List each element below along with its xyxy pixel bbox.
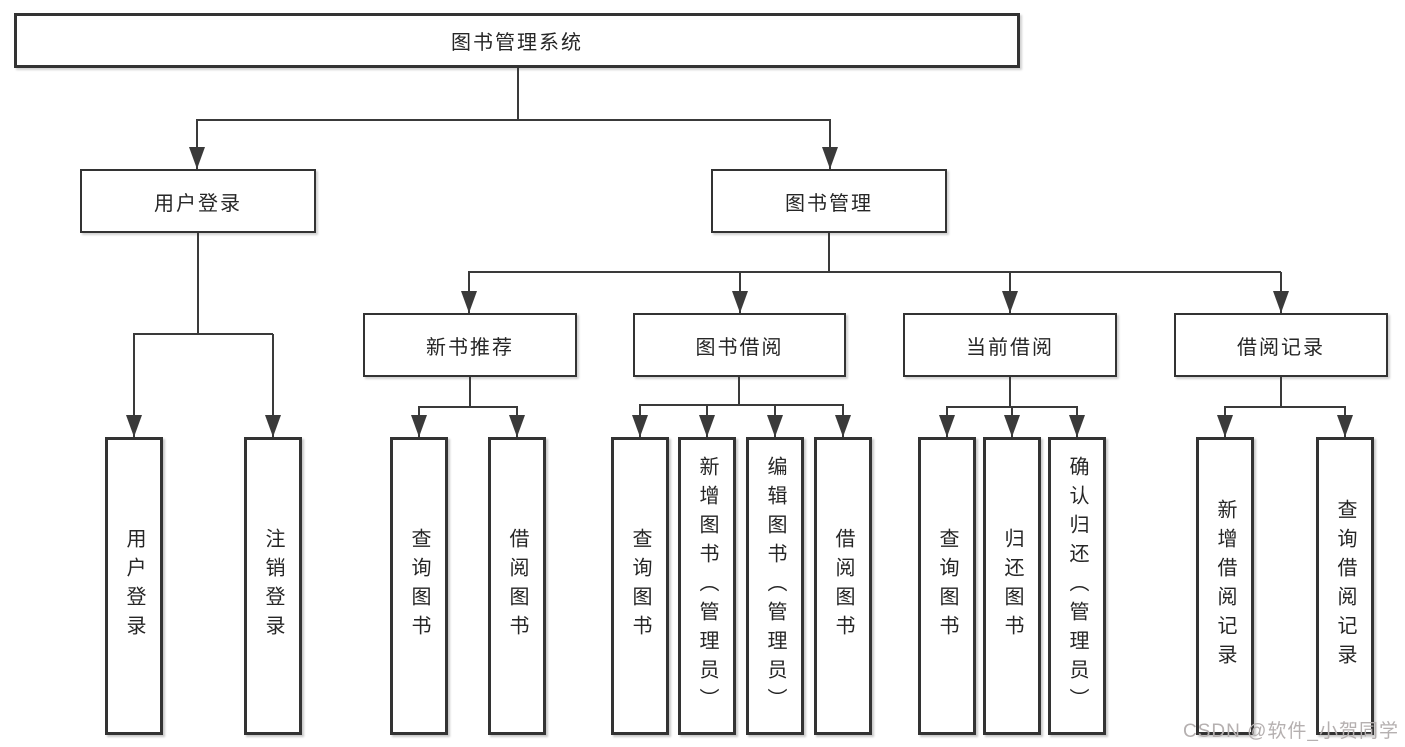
node-leaf-query-book-current-label: 查询图书 [936, 528, 958, 644]
connector-book-borrow-rail [639, 404, 844, 406]
node-book-mgmt-box: 图书管理 [711, 169, 947, 233]
node-leaf-query-book-current-box: 查询图书 [918, 437, 976, 735]
connector-root-rail [196, 119, 831, 121]
connector-book-borrow-stem [738, 377, 740, 405]
arrow-down-icon [632, 415, 648, 437]
node-leaf-logout-box: 注销登录 [244, 437, 302, 735]
node-leaf-add-book-admin-label: 新增图书（管理员） [696, 455, 718, 717]
node-leaf-return-book-box: 归还图书 [983, 437, 1041, 735]
arrow-down-icon [835, 415, 851, 437]
node-leaf-query-borrow-record-label: 查询借阅记录 [1334, 499, 1356, 673]
connector-user-login-stem [197, 233, 199, 334]
connector-to-leaf-logout [272, 334, 274, 437]
arrow-down-icon [1217, 415, 1233, 437]
connector-new-book-rail [418, 406, 518, 408]
arrow-down-icon [1273, 291, 1289, 313]
node-book-mgmt-label: 图书管理 [785, 192, 873, 215]
arrow-down-icon [461, 291, 477, 313]
node-borrow-records-label: 借阅记录 [1237, 336, 1325, 359]
node-book-borrow-label: 图书借阅 [695, 336, 784, 359]
arrow-down-icon [699, 415, 715, 437]
connector-current-borrow-stem [1009, 377, 1011, 407]
node-leaf-edit-book-admin-label: 编辑图书（管理员） [764, 455, 786, 717]
csdn-watermark: CSDN @软件_小贺同学 [1183, 721, 1399, 742]
arrow-down-icon [822, 147, 838, 169]
node-borrow-records-box: 借阅记录 [1174, 313, 1388, 377]
connector-to-book-mgmt [829, 120, 831, 169]
node-user-login-label: 用户登录 [154, 192, 242, 215]
node-current-borrow-box: 当前借阅 [903, 313, 1117, 377]
connector-new-book-stem [469, 377, 471, 407]
node-leaf-return-book-label: 归还图书 [1001, 528, 1023, 644]
arrow-down-icon [265, 415, 281, 437]
arrow-down-icon [509, 415, 525, 437]
arrow-down-icon [939, 415, 955, 437]
node-leaf-user-login-label: 用户登录 [123, 528, 145, 644]
node-leaf-add-borrow-record-label: 新增借阅记录 [1214, 499, 1236, 673]
node-leaf-query-book-newbook-box: 查询图书 [390, 437, 448, 735]
connector-borrow-records-stem [1280, 377, 1282, 407]
node-user-login-box: 用户登录 [80, 169, 316, 233]
node-leaf-borrow-book-borrow-label: 借阅图书 [832, 528, 854, 644]
node-new-book-box: 新书推荐 [363, 313, 577, 377]
node-root-box: 图书管理系统 [14, 13, 1020, 68]
arrow-down-icon [189, 147, 205, 169]
node-leaf-confirm-return-admin-box: 确认归还（管理员） [1048, 437, 1106, 735]
node-leaf-user-login-box: 用户登录 [105, 437, 163, 735]
connector-book-mgmt-rail [468, 271, 1281, 273]
connector-borrow-records-rail [1224, 406, 1346, 408]
arrow-down-icon [767, 415, 783, 437]
arrow-down-icon [1002, 291, 1018, 313]
node-leaf-edit-book-admin-box: 编辑图书（管理员） [746, 437, 804, 735]
connector-to-leaf-login [133, 334, 135, 437]
node-leaf-borrow-book-borrow-box: 借阅图书 [814, 437, 872, 735]
node-leaf-add-borrow-record-box: 新增借阅记录 [1196, 437, 1254, 735]
node-leaf-logout-label: 注销登录 [262, 528, 284, 644]
connector-root-stem [517, 68, 519, 120]
arrow-down-icon [1069, 415, 1085, 437]
connector-user-login-rail [133, 333, 273, 335]
arrow-down-icon [411, 415, 427, 437]
node-leaf-query-book-borrow-box: 查询图书 [611, 437, 669, 735]
arrow-down-icon [732, 291, 748, 313]
node-root-label: 图书管理系统 [451, 32, 583, 54]
node-leaf-confirm-return-admin-label: 确认归还（管理员） [1066, 455, 1088, 717]
arrow-down-icon [1004, 415, 1020, 437]
node-book-borrow-box: 图书借阅 [633, 313, 846, 377]
node-leaf-borrow-book-newbook-label: 借阅图书 [506, 528, 528, 644]
node-leaf-query-book-borrow-label: 查询图书 [629, 528, 651, 644]
node-leaf-query-borrow-record-box: 查询借阅记录 [1316, 437, 1374, 735]
node-current-borrow-label: 当前借阅 [966, 336, 1054, 359]
connector-book-mgmt-stem [828, 233, 830, 272]
node-leaf-add-book-admin-box: 新增图书（管理员） [678, 437, 736, 735]
node-leaf-query-book-newbook-label: 查询图书 [408, 528, 430, 644]
connector-to-user-login [196, 120, 198, 169]
arrow-down-icon [126, 415, 142, 437]
node-leaf-borrow-book-newbook-box: 借阅图书 [488, 437, 546, 735]
node-new-book-label: 新书推荐 [426, 336, 514, 359]
arrow-down-icon [1337, 415, 1353, 437]
